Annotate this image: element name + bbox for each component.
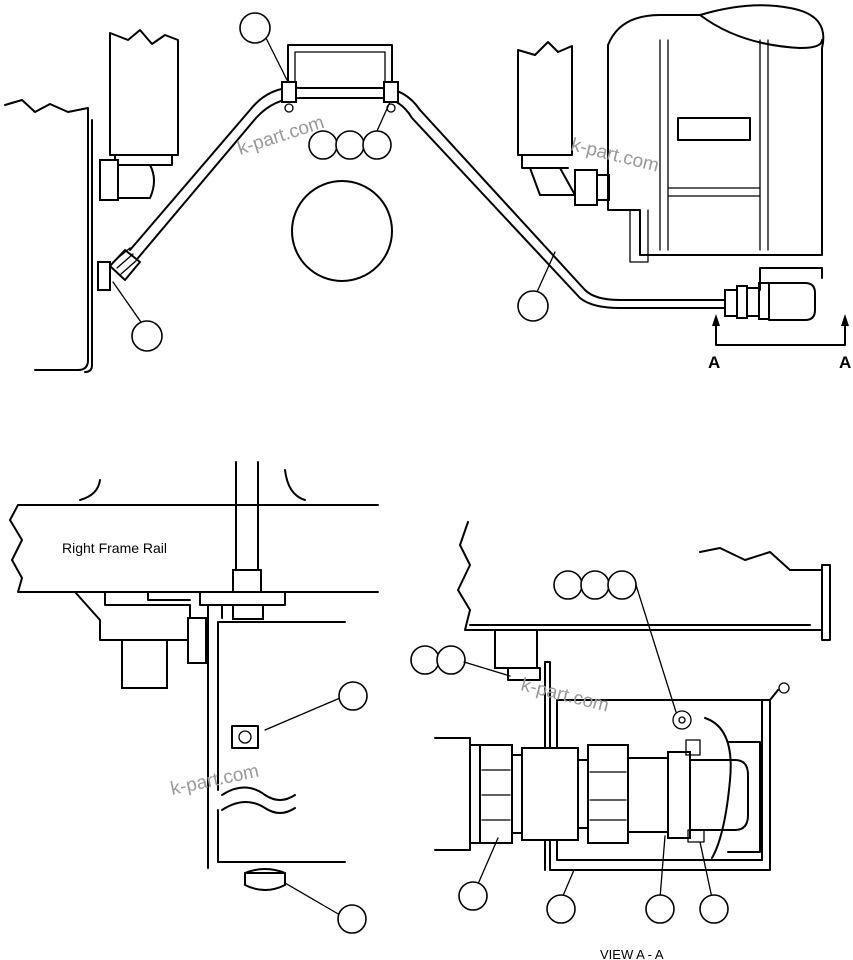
callout-bubble — [553, 570, 583, 600]
view-a-a: VIEW A - A — [410, 521, 831, 960]
hose-line-outer — [129, 86, 729, 301]
tank — [607, 4, 825, 263]
section-label-left: A — [708, 353, 720, 372]
callout-bubble — [239, 12, 271, 44]
callout-bubble — [645, 894, 675, 924]
callout-bubble — [362, 130, 392, 160]
drain-cap — [244, 868, 286, 891]
callout-bubble — [546, 894, 576, 924]
frame-opening — [291, 180, 393, 282]
view-caption: VIEW A - A — [600, 947, 664, 960]
callout-bubble — [335, 130, 365, 160]
top-view: A A — [4, 4, 851, 373]
callout-bubble — [410, 645, 440, 675]
bottom-left-view: Right Frame Rail — [9, 461, 379, 934]
watermark: k-part.com — [169, 761, 261, 800]
callout-bubble — [436, 645, 466, 675]
callout-bubble — [699, 894, 729, 924]
hose-line-inner — [137, 97, 729, 309]
hex-nut — [587, 744, 629, 844]
hose-clamp — [281, 44, 399, 113]
callout-bubble — [458, 881, 488, 911]
quick-coupling-top — [724, 267, 823, 321]
elbow-fitting — [97, 247, 141, 291]
callout-bubble — [517, 290, 549, 322]
left-post — [109, 29, 179, 156]
callout-bubble — [131, 320, 163, 352]
section-marker — [712, 314, 849, 346]
callout-bubble — [607, 570, 637, 600]
dust-cap — [672, 710, 761, 859]
watermark: k-part.com — [519, 674, 611, 716]
section-label-right: A — [839, 353, 851, 372]
right-post — [517, 41, 573, 156]
mount-plate — [207, 617, 346, 869]
hex-nut — [479, 744, 513, 844]
callout-bubble — [580, 570, 610, 600]
frame-rail — [9, 504, 379, 593]
left-frame-bracket — [4, 99, 89, 371]
callout-bubble — [337, 904, 367, 934]
callout-bubble — [338, 681, 368, 711]
frame-rail-label: Right Frame Rail — [62, 540, 167, 556]
left-fitting-base — [99, 159, 119, 201]
